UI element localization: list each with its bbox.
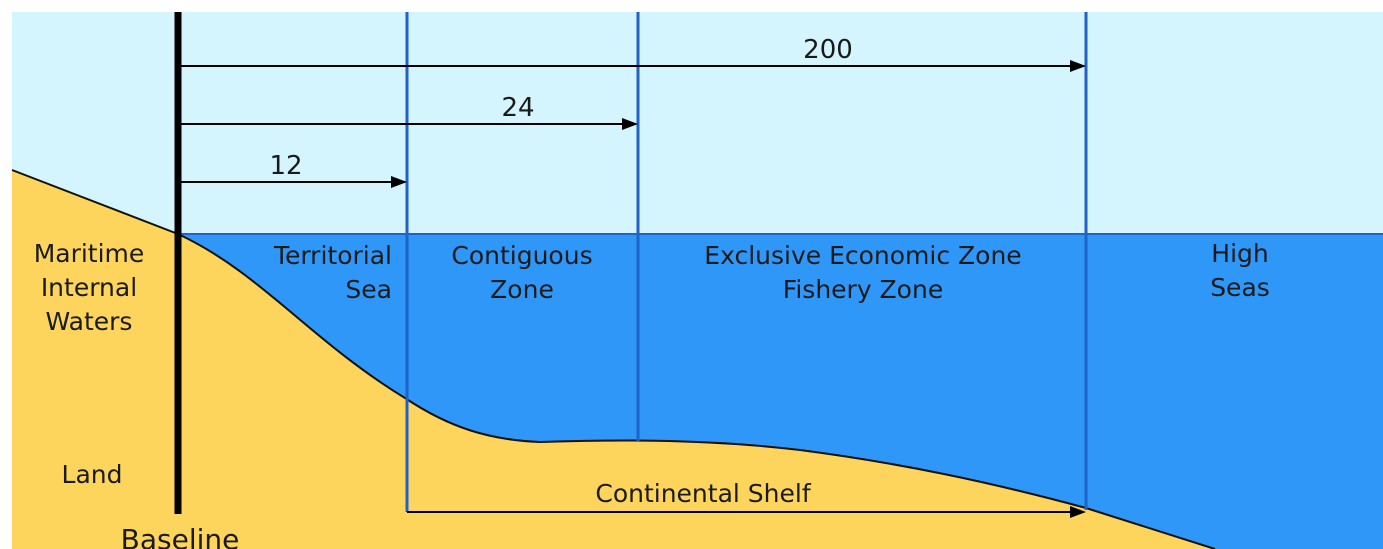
territorial-sea-label-line1: Territorial — [273, 241, 392, 270]
territorial-sea-label-line2: Sea — [345, 275, 392, 304]
high-seas-label-line1: High — [1211, 239, 1268, 268]
contiguous-zone-label-line1: Contiguous — [451, 241, 592, 270]
land-label: Land — [62, 460, 123, 489]
distance-label-24: 24 — [501, 93, 534, 123]
eez-label-line1: Exclusive Economic Zone — [704, 241, 1021, 270]
distance-label-200: 200 — [803, 35, 853, 65]
high-seas-label-line2: Seas — [1210, 273, 1270, 302]
internal-waters-label-line3: Waters — [46, 307, 133, 336]
contiguous-zone-label-line2: Zone — [490, 275, 554, 304]
internal-waters-label-line2: Internal — [41, 273, 137, 302]
eez-label-line2: Fishery Zone — [783, 275, 943, 304]
internal-waters-label-line1: Maritime — [34, 239, 145, 268]
seabed-outline — [11, 169, 1216, 549]
baseline-label: Baseline — [121, 523, 240, 549]
land-area — [12, 170, 1215, 549]
distance-label-12: 12 — [269, 151, 302, 181]
continental-shelf-label: Continental Shelf — [595, 479, 811, 508]
